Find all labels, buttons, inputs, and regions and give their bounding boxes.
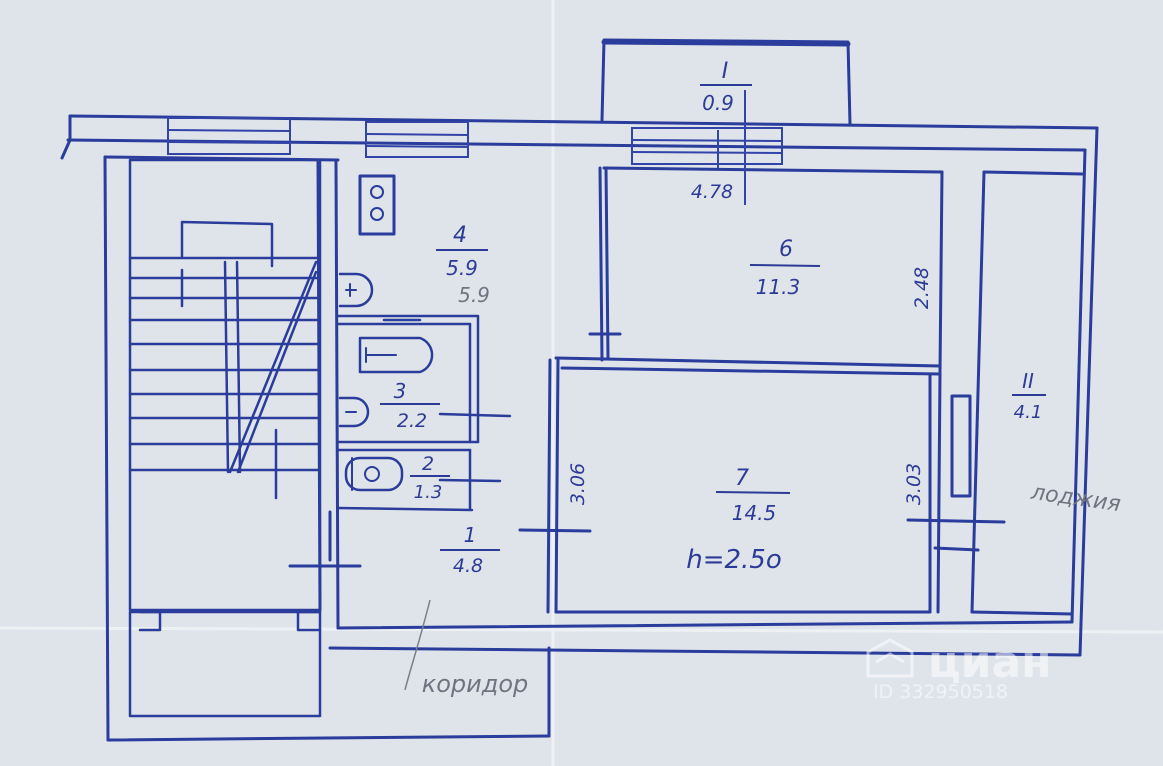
room-area-kitchen: 5.9	[446, 256, 478, 280]
pencil-note-corridor: коридор	[422, 670, 529, 698]
dimension-lines	[717, 90, 746, 205]
kitchen-sink-icon	[338, 272, 374, 308]
room-number-room6: 6	[779, 237, 793, 262]
room-number-kitchen: 4	[453, 223, 467, 248]
room-area-hall: 4.8	[453, 555, 483, 577]
room-label-loggia: II 4.1	[1012, 369, 1046, 423]
room-area-loggia: 4.1	[1014, 402, 1043, 423]
dim-room6-width: 4.78	[691, 181, 733, 203]
pencil-area-kitchen: 5.9	[458, 283, 490, 307]
balcony-outline	[600, 38, 852, 126]
stove-icon	[358, 174, 396, 236]
room-area-room7: 14.5	[732, 501, 777, 525]
room-area-bath: 2.2	[397, 410, 427, 432]
staircase	[128, 158, 322, 718]
cian-logo-icon	[866, 638, 914, 678]
dim-room6-depth: 2.48	[911, 267, 933, 309]
dim-room7-left: 3.06	[567, 463, 589, 505]
room-number-balcony: I	[722, 59, 729, 84]
watermark-id: ID 332950518	[873, 681, 1008, 703]
interior-walls	[288, 158, 1084, 630]
room-area-balcony: 0.9	[702, 91, 734, 115]
windows	[167, 117, 783, 165]
room-label-room7: 7 14.5 h=2.5o	[686, 466, 791, 575]
washbasin-icon	[338, 396, 370, 428]
cian-watermark: циан ID 332950518	[866, 637, 1052, 703]
bathroom-block	[336, 314, 512, 512]
room-label-balcony: I 0.9	[700, 59, 752, 115]
room-label-hall: 1 4.8	[440, 523, 500, 577]
dim-room7-right: 3.03	[903, 463, 925, 505]
room-label-kitchen: 4 5.9 5.9	[436, 223, 490, 307]
room-label-bath: 3 2.2	[380, 379, 440, 432]
room-area-room6: 11.3	[756, 275, 801, 299]
ceiling-height: h=2.5o	[686, 545, 782, 575]
room-number-room7: 7	[735, 466, 749, 491]
watermark-brand: циан	[928, 637, 1052, 688]
toilet-icon	[344, 456, 404, 492]
bathtub-icon	[358, 336, 434, 374]
room-number-loggia: II	[1022, 369, 1034, 393]
room-label-wc: 2 1.3	[410, 453, 450, 503]
room-label-room6: 6 11.3	[749, 237, 821, 299]
room-number-hall: 1	[464, 523, 477, 547]
room-number-bath: 3	[394, 379, 407, 403]
room-area-wc: 1.3	[414, 482, 443, 503]
room-number-wc: 2	[422, 453, 434, 475]
